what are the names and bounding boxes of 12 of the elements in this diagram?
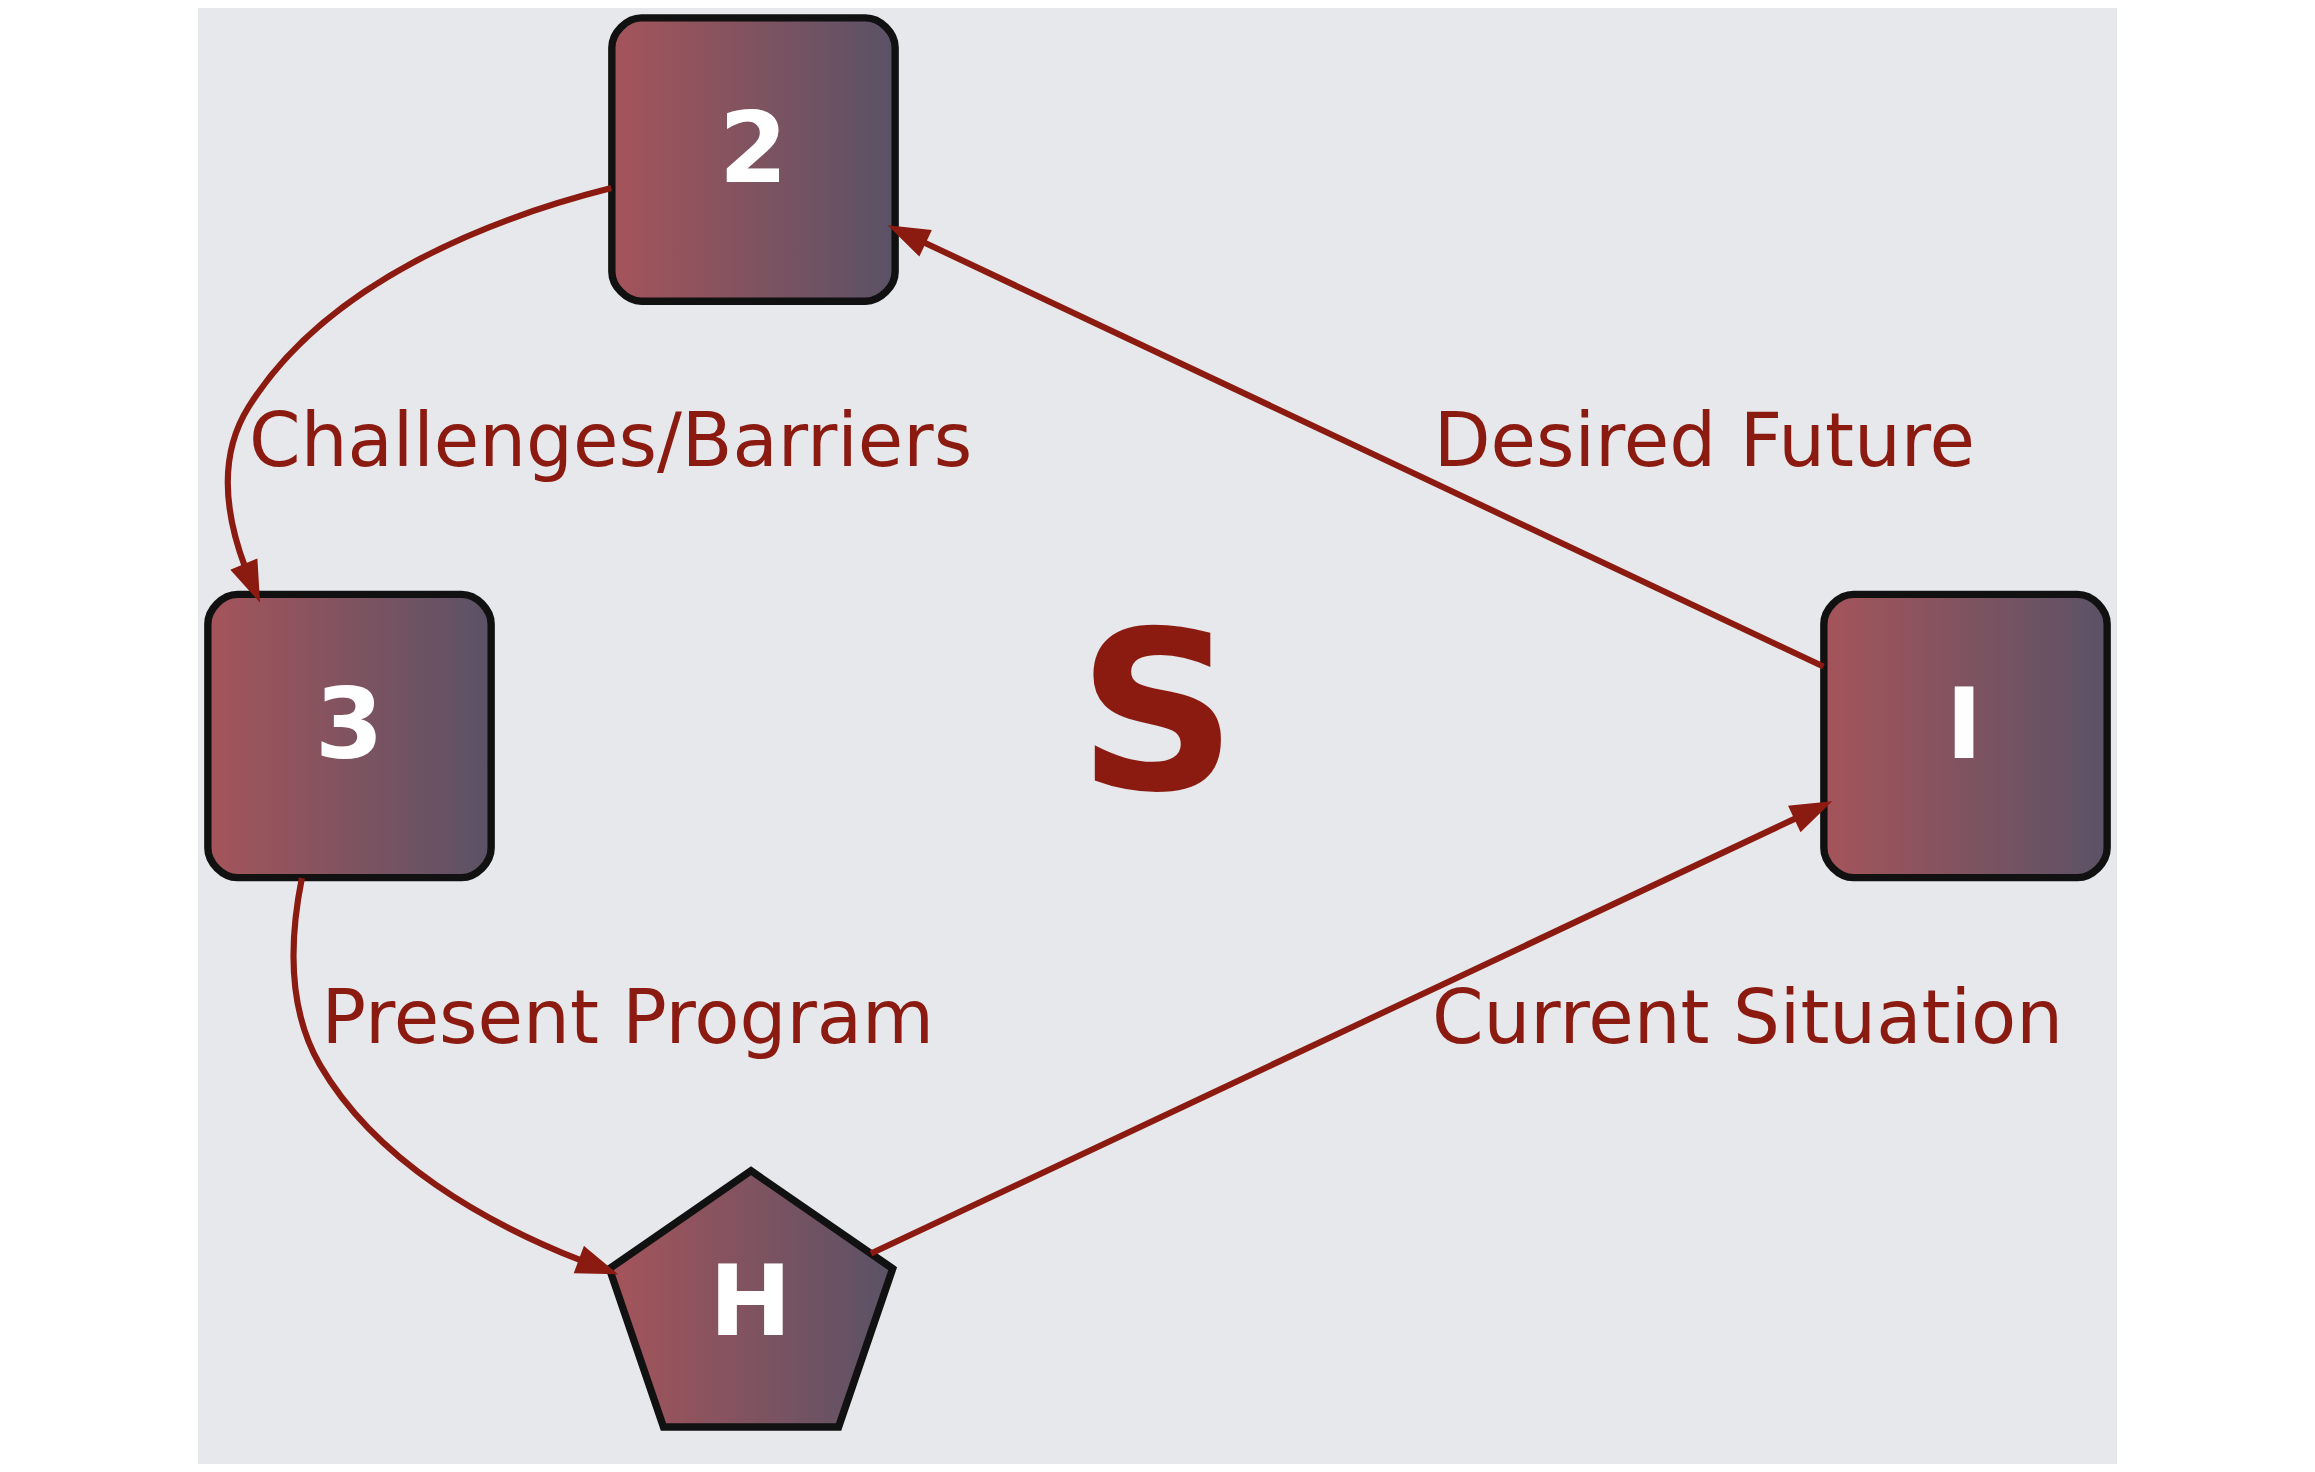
arrow (224, 185, 613, 603)
label: S (1077, 582, 1238, 841)
edge-label: Current Situation (1431, 973, 2064, 1060)
edge-label: Desired Future (1433, 397, 1976, 484)
arrow (887, 225, 1825, 670)
edge-label: Present Program (321, 973, 935, 1060)
edge-label: Challenges/Barriers (249, 397, 973, 484)
node-box: 2 (608, 14, 899, 305)
arrow (869, 801, 1833, 1257)
node-box: I (1820, 590, 2111, 882)
arrow (290, 877, 619, 1275)
node-box: 3 (204, 590, 495, 882)
